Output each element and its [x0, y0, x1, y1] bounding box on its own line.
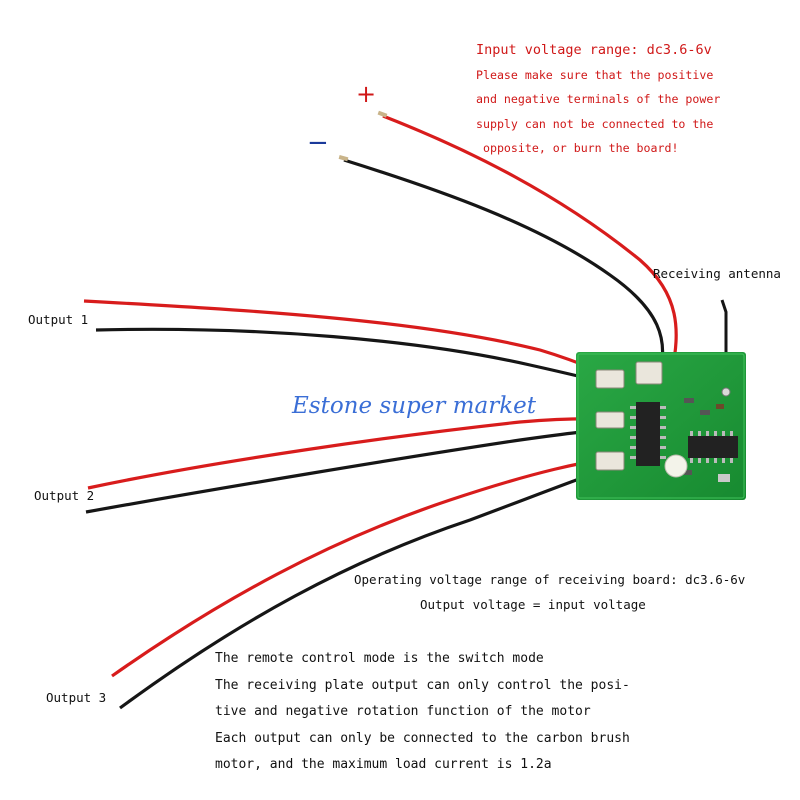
output3-red-wire: [111, 456, 613, 678]
note-line: Each output can only be connected to the…: [215, 730, 630, 746]
decoder-chip: [688, 436, 738, 458]
indicator-led: [664, 454, 688, 478]
note-line: motor, and the maximum load current is 1…: [215, 757, 552, 772]
output-connectors: [595, 361, 663, 471]
output-voltage-spec: Output voltage = input voltage: [420, 597, 646, 612]
output3-black-wire: [119, 466, 613, 710]
output1-label: Output 1: [28, 312, 89, 327]
watermark-text: Estone super market: [292, 393, 536, 419]
warning-line: and negative terminals of the power: [476, 92, 721, 107]
warning-line: supply can not be connected to the: [476, 116, 714, 131]
operating-voltage-spec: Operating voltage range of receiving boa…: [354, 572, 746, 587]
positive-terminal-label: +: [356, 80, 377, 108]
warning-line: opposite, or burn the board!: [476, 141, 679, 156]
output1-black-wire: [95, 327, 611, 386]
receiver-pcb: [576, 352, 746, 500]
positive-wire-tip: [377, 110, 388, 118]
warning-title: Input voltage range: dc3.6-6v: [476, 42, 712, 58]
antenna-label: Receiving antenna: [653, 266, 781, 281]
power-negative-wire: [343, 158, 665, 373]
negative-terminal-label: −: [307, 128, 329, 158]
note-line: The remote control mode is the switch mo…: [215, 651, 544, 666]
usage-notes: The remote control mode is the switch mo…: [215, 646, 630, 779]
voltage-warning: Input voltage range: dc3.6-6v Please mak…: [476, 38, 720, 161]
output2-label: Output 2: [34, 488, 95, 503]
power-positive-wire: [382, 114, 678, 373]
warning-line: Please make sure that the positive: [476, 67, 714, 82]
note-line: tive and negative rotation function of t…: [215, 704, 591, 719]
negative-wire-tip: [338, 155, 349, 162]
note-line: The receiving plate output can only cont…: [215, 677, 630, 693]
output3-label: Output 3: [46, 690, 107, 705]
driver-chip: [636, 402, 660, 466]
output2-red-wire: [87, 417, 613, 490]
